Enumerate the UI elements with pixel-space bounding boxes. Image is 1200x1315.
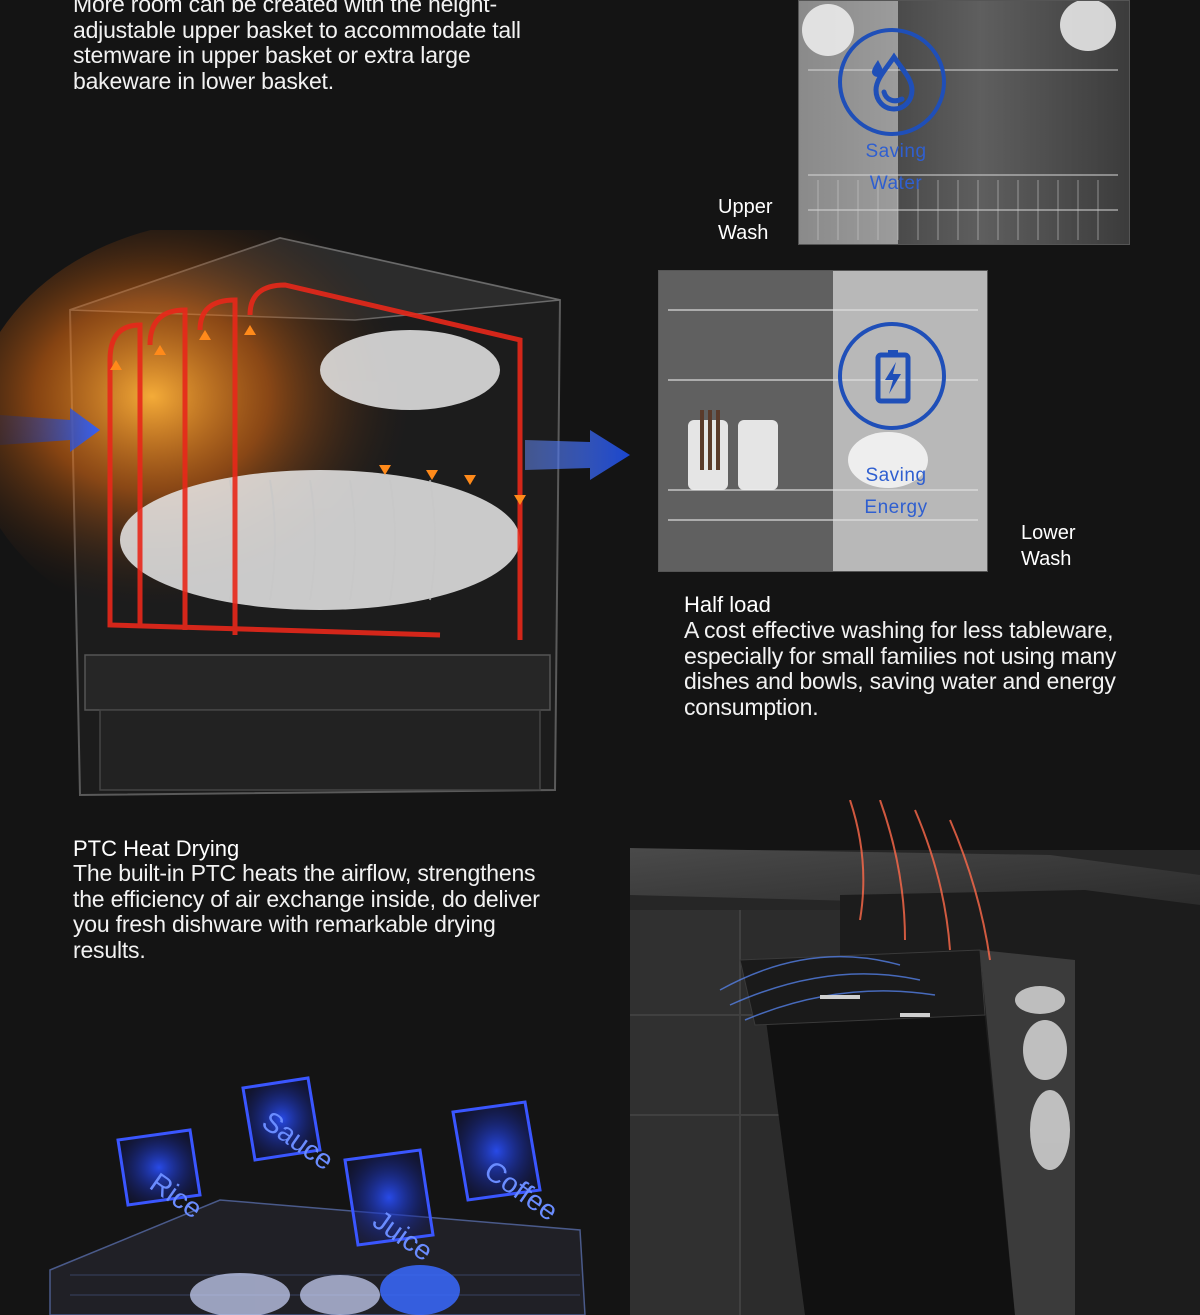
- water-drop-icon: [872, 52, 915, 112]
- energy-badge-line1: Saving: [865, 465, 927, 486]
- lower-wash-label-line2: Wash: [1021, 548, 1072, 570]
- ptc-title: PTC Heat Drying: [73, 836, 240, 861]
- water-badge-circle: [838, 28, 946, 136]
- ptc-heat-diagram: [0, 230, 640, 820]
- half-load-title: Half load: [684, 592, 771, 617]
- half-load-text: A cost effective washing for less tablew…: [684, 617, 1117, 720]
- battery-bolt-icon: [875, 350, 911, 404]
- energy-badge-line2: Energy: [864, 497, 928, 518]
- water-badge-line2: Water: [869, 173, 923, 194]
- lower-wash-label-line1: Lower: [1021, 522, 1076, 544]
- energy-badge: Saving Energy: [838, 322, 954, 532]
- food-cubes-scene: [40, 1070, 620, 1315]
- ptc-text: The built-in PTC heats the airflow, stre…: [73, 860, 540, 963]
- intro-text: More room can be created with the height…: [73, 0, 521, 94]
- energy-badge-circle: [838, 322, 946, 430]
- upper-wash-label-line2: Wash: [718, 222, 769, 244]
- upper-wash-label-line1: Upper: [718, 196, 773, 218]
- kitchen-dishwasher-image: [630, 800, 1200, 1315]
- water-badge-line1: Saving: [865, 141, 927, 162]
- water-badge: Saving Water: [838, 28, 946, 203]
